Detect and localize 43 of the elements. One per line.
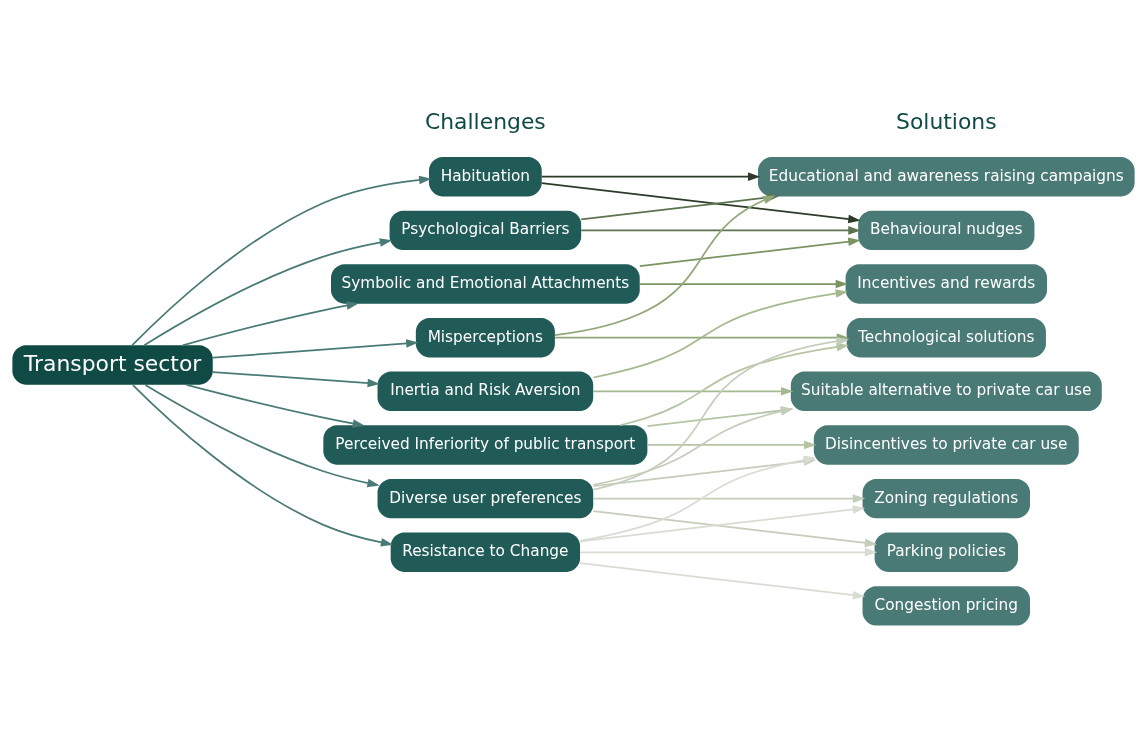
arrow [638,237,861,267]
node-box: Habituation [429,157,542,197]
node-box: Diverse user preferences [377,478,594,519]
node-box: Behavioural nudges [858,210,1035,251]
node-box: Technological solutions [846,317,1046,358]
node-box: Transport sector [12,345,213,385]
arrow [212,339,419,359]
arrow [212,371,380,388]
node-box: Misperceptions [415,317,555,358]
label: Challenges [424,108,546,134]
node-box: Incentives and rewards [845,264,1047,304]
arrow [638,279,848,289]
node-box: Disincentives to private car use [813,425,1079,465]
arrow [540,182,861,224]
arrow [592,510,878,548]
arrow [646,440,817,450]
node-box: Educational and awareness raising campaigns [758,157,1135,197]
arrow [131,175,432,347]
arrow [579,505,866,543]
arrow [592,387,794,396]
arrow [592,494,866,503]
arrow [592,336,850,491]
arrow [580,226,861,235]
arrow [143,238,393,347]
node-box: Symbolic and Emotional Attachments [331,264,640,304]
arrow [579,562,866,600]
node-box: Parking policies [874,532,1018,572]
arrow [554,195,776,336]
arrow [185,383,365,428]
arrow [619,342,849,427]
node-box: Inertia and Risk Aversion [377,371,594,412]
arrow [579,547,878,557]
arrow [540,172,761,182]
arrow [132,384,394,547]
node-box: Zoning regulations [862,478,1031,519]
arrow [181,301,359,347]
node-box: Perceived Inferiority of public transport [323,425,648,465]
node-box: Psychological Barriers [389,210,582,251]
node-box: Suitable alternative to private car use [790,371,1102,412]
node-box: Congestion pricing [862,586,1031,626]
node-box: Resistance to Change [390,532,581,572]
label: Solutions [896,108,997,134]
arrow [144,384,380,488]
